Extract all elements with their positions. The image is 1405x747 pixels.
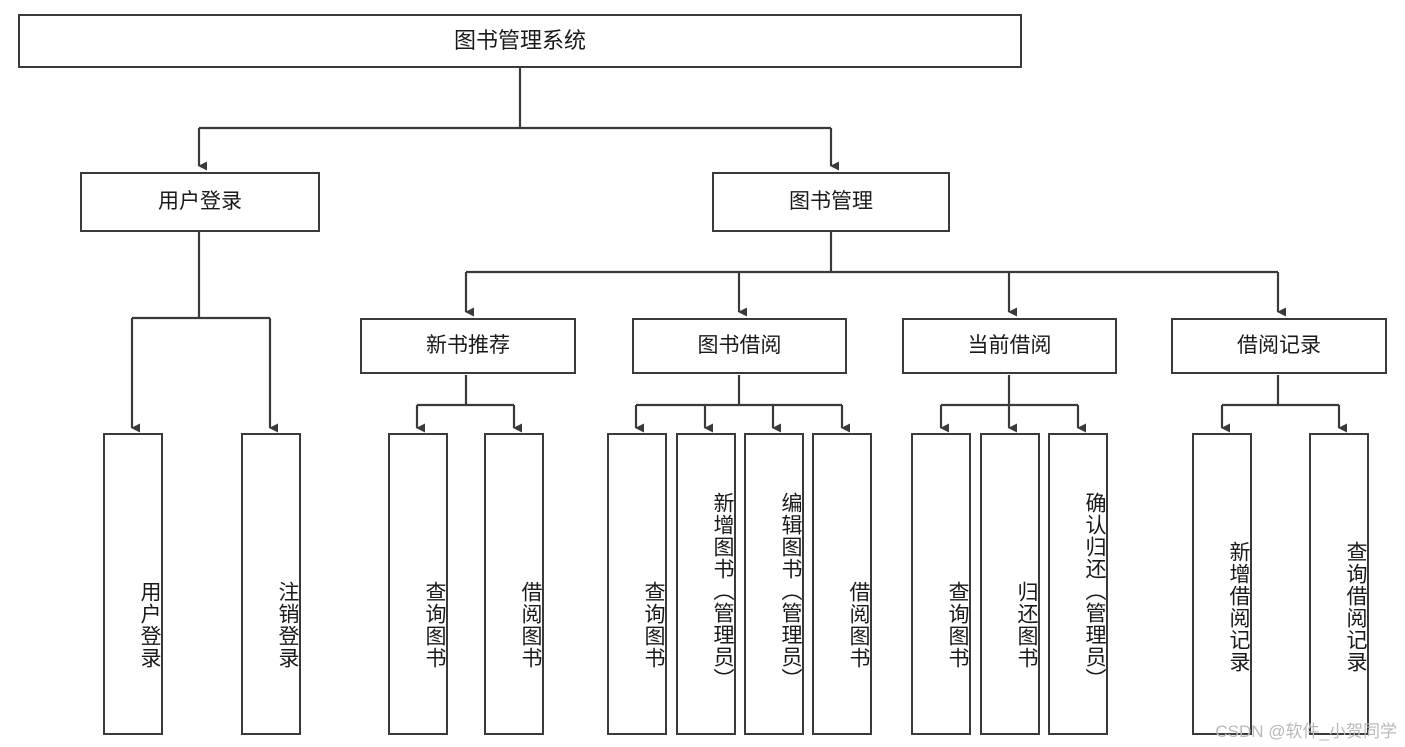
node-user-login[interactable]: 用户登录 bbox=[80, 172, 320, 232]
leaf-confirm-return[interactable]: 确认归还（管理员） bbox=[1048, 433, 1108, 735]
node-borrow-record[interactable]: 借阅记录 bbox=[1171, 318, 1387, 374]
leaf-query-book-1[interactable]: 查询图书 bbox=[388, 433, 448, 735]
node-book-borrow[interactable]: 图书借阅 bbox=[632, 318, 847, 374]
leaf-query-book-2[interactable]: 查询图书 bbox=[607, 433, 667, 735]
node-root[interactable]: 图书管理系统 bbox=[18, 14, 1022, 68]
leaf-user-login[interactable]: 用户登录 bbox=[103, 433, 163, 735]
leaf-add-book[interactable]: 新增图书（管理员） bbox=[676, 433, 736, 735]
node-current-borrow[interactable]: 当前借阅 bbox=[902, 318, 1117, 374]
leaf-edit-book[interactable]: 编辑图书（管理员） bbox=[744, 433, 804, 735]
node-new-book-recommend[interactable]: 新书推荐 bbox=[360, 318, 576, 374]
leaf-borrow-book-2[interactable]: 借阅图书 bbox=[812, 433, 872, 735]
leaf-user-logout[interactable]: 注销登录 bbox=[241, 433, 301, 735]
node-book-manage[interactable]: 图书管理 bbox=[712, 172, 950, 232]
leaf-query-book-3[interactable]: 查询图书 bbox=[911, 433, 971, 735]
leaf-add-borrow-record[interactable]: 新增借阅记录 bbox=[1192, 433, 1252, 735]
watermark: CSDN @软件_小贺同学 bbox=[1215, 722, 1397, 741]
leaf-query-borrow-record[interactable]: 查询借阅记录 bbox=[1309, 433, 1369, 735]
leaf-return-book[interactable]: 归还图书 bbox=[980, 433, 1040, 735]
leaf-borrow-book-1[interactable]: 借阅图书 bbox=[484, 433, 544, 735]
